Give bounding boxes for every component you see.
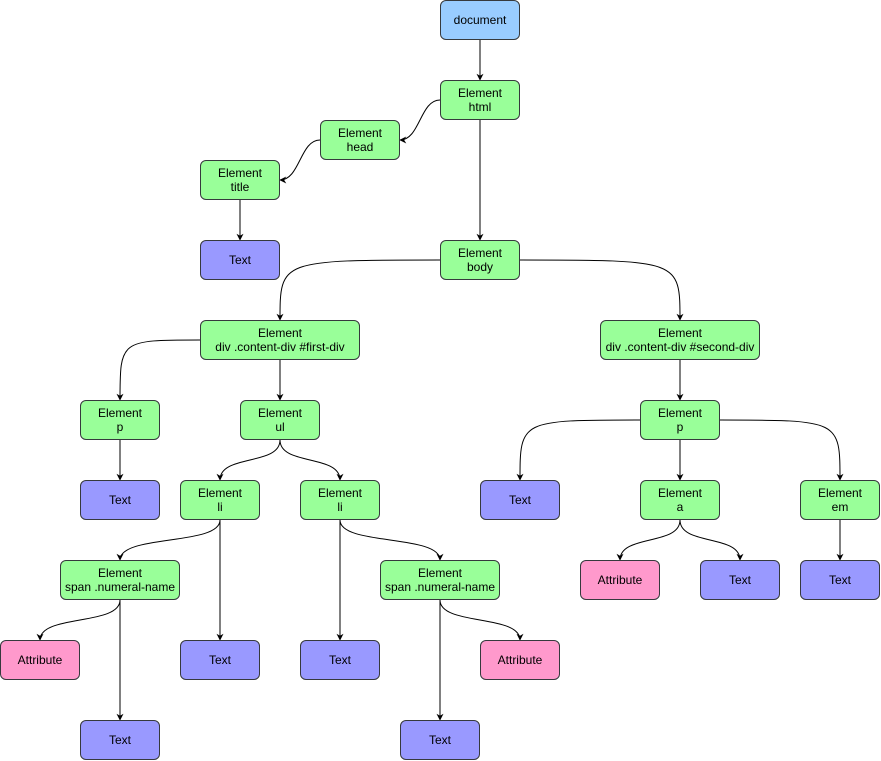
- node-span2-attr: Attribute: [480, 640, 560, 680]
- node-em-text: Text: [800, 560, 880, 600]
- node-a-text: Text: [700, 560, 780, 600]
- node-sublabel: title: [230, 180, 250, 194]
- node-span1-attr: Attribute: [0, 640, 80, 680]
- node-sublabel: span .numeral-name: [64, 580, 176, 594]
- node-label: Element: [657, 326, 703, 340]
- edge-body-to-div2: [519, 259, 684, 321]
- edge-span1-to-span1_attr: [36, 599, 121, 641]
- node-sublabel: p: [676, 420, 684, 434]
- edge-span2-to-span2_attr: [439, 599, 524, 641]
- node-p1-text: Text: [80, 480, 160, 520]
- node-label: Element: [97, 406, 143, 420]
- edge-li2-to-span2: [339, 519, 444, 561]
- node-p2-text: Text: [480, 480, 560, 520]
- node-label: Element: [457, 246, 503, 260]
- node-sublabel: head: [346, 140, 374, 154]
- node-span1-text: Text: [80, 720, 160, 760]
- node-label: Attribute: [497, 653, 543, 667]
- node-label: Element: [317, 486, 363, 500]
- node-li2-text: Text: [300, 640, 380, 680]
- node-label: Element: [657, 486, 703, 500]
- node-label: Text: [108, 733, 131, 747]
- node-label: Text: [208, 653, 231, 667]
- edge-a-to-a_text: [679, 519, 744, 561]
- edge-body-to-div1: [276, 259, 441, 321]
- node-sublabel: em: [831, 500, 849, 514]
- node-label: Text: [508, 493, 531, 507]
- node-label: Element: [657, 406, 703, 420]
- node-sublabel: li: [217, 500, 223, 514]
- node-sublabel: a: [676, 500, 684, 514]
- node-label: Text: [228, 253, 251, 267]
- node-label: Text: [428, 733, 451, 747]
- edge-p2-to-em: [719, 419, 844, 481]
- node-li1-text: Text: [180, 640, 260, 680]
- node-label: Element: [417, 566, 463, 580]
- edge-li1-to-span1: [116, 519, 221, 561]
- node-sublabel: body: [466, 260, 494, 274]
- node-sublabel: div .content-div #first-div: [215, 340, 345, 354]
- node-label: Element: [257, 406, 303, 420]
- node-label: Text: [328, 653, 351, 667]
- node-document: document: [440, 0, 520, 40]
- node-title-text: Text: [200, 240, 280, 280]
- node-sublabel: div .content-div #second-div: [605, 340, 755, 354]
- node-span2-text: Text: [400, 720, 480, 760]
- node-sublabel: span .numeral-name: [384, 580, 496, 594]
- node-label: Attribute: [17, 653, 63, 667]
- node-label: Text: [828, 573, 851, 587]
- node-label: Text: [108, 493, 131, 507]
- node-sublabel: li: [337, 500, 343, 514]
- node-label: Element: [97, 566, 143, 580]
- edge-ul-to-li2: [279, 439, 344, 481]
- node-sublabel: html: [468, 100, 492, 114]
- node-label: Element: [457, 86, 503, 100]
- node-label: Element: [257, 326, 303, 340]
- edge-a-to-a_attr: [616, 519, 681, 561]
- node-label: document: [453, 13, 507, 27]
- edge-head-to-title: [279, 139, 321, 184]
- node-label: Text: [728, 573, 751, 587]
- node-label: Element: [817, 486, 863, 500]
- edge-p2-to-p2_text: [516, 419, 641, 481]
- node-sublabel: p: [116, 420, 124, 434]
- node-a-attr: Attribute: [580, 560, 660, 600]
- node-sublabel: ul: [275, 420, 285, 434]
- node-label: Element: [337, 126, 383, 140]
- edge-html-to-head: [399, 99, 441, 144]
- edge-ul-to-li1: [216, 439, 281, 481]
- edge-div1-to-p1: [116, 339, 201, 401]
- node-label: Element: [197, 486, 243, 500]
- node-label: Attribute: [597, 573, 643, 587]
- node-label: Element: [217, 166, 263, 180]
